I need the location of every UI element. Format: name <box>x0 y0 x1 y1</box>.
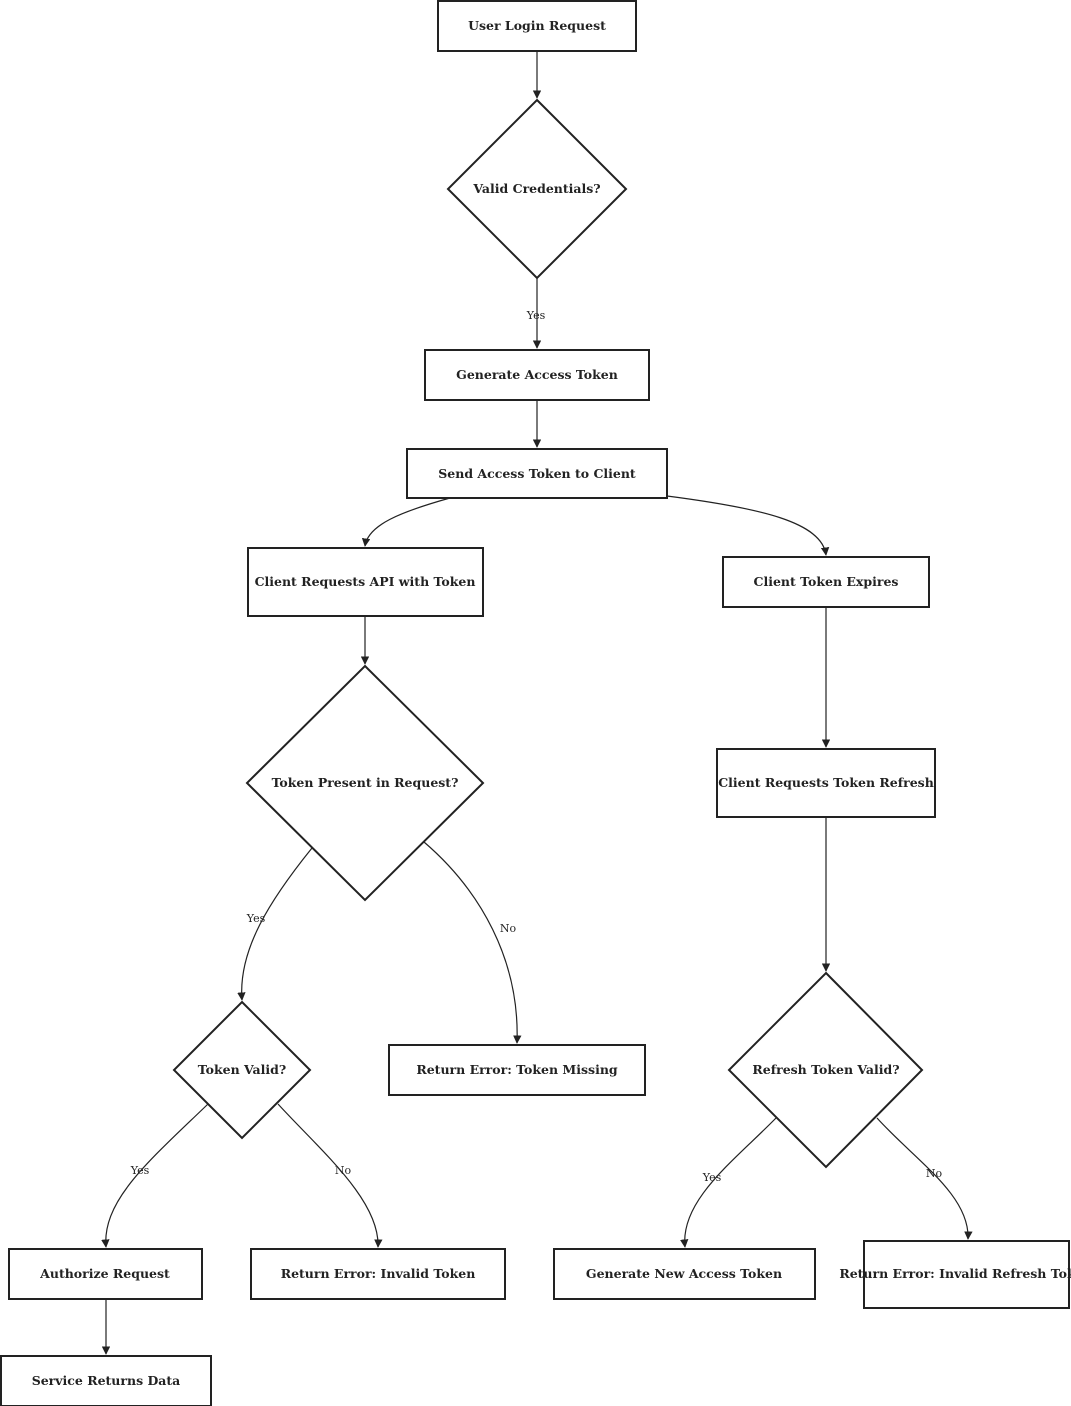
edge-label-valid-no: No <box>335 1164 352 1177</box>
node-generate-new-access-token[interactable]: Generate New Access Token <box>553 1248 816 1300</box>
node-return-error-missing[interactable]: Return Error: Token Missing <box>388 1044 646 1096</box>
node-label: Service Returns Data <box>32 1373 181 1388</box>
node-return-error-invalid-refresh[interactable]: Return Error: Invalid Refresh Token <box>839 1240 1071 1309</box>
edge-label-valid-yes: Yes <box>130 1164 150 1177</box>
node-return-error-invalid[interactable]: Return Error: Invalid Token <box>250 1248 506 1300</box>
node-label: Return Error: Invalid Token <box>281 1266 476 1281</box>
node-label: Generate New Access Token <box>586 1266 782 1281</box>
edge-label-present-no: No <box>500 922 517 935</box>
node-label: Send Access Token to Client <box>438 466 636 481</box>
edge-valid-yes <box>101 1103 209 1248</box>
node-label: Authorize Request <box>39 1266 170 1281</box>
node-label: Token Valid? <box>198 1062 286 1077</box>
edge-label-refresh-no: No <box>926 1167 943 1180</box>
edge-refresh-no <box>876 1117 973 1240</box>
edge-label-credentials-yes: Yes <box>526 309 546 322</box>
node-label: Refresh Token Valid? <box>752 1062 899 1077</box>
edge-valid-no <box>277 1103 383 1248</box>
edge-send-to-token-expires <box>666 495 830 556</box>
node-label: User Login Request <box>468 18 606 33</box>
node-client-token-expires[interactable]: Client Token Expires <box>722 556 930 608</box>
node-refresh-token-valid[interactable]: Refresh Token Valid? <box>727 971 924 1169</box>
edge-refresh-yes <box>680 1117 777 1248</box>
node-client-requests-refresh[interactable]: Client Requests Token Refresh <box>716 748 936 818</box>
edge-present-yes <box>237 847 313 1001</box>
node-valid-credentials[interactable]: Valid Credentials? <box>446 98 628 280</box>
edges <box>101 51 973 1355</box>
node-label: Return Error: Token Missing <box>416 1062 618 1077</box>
node-label: Return Error: Invalid Refresh Token <box>839 1266 1071 1281</box>
edge-labels: Yes Yes No Yes No Yes No <box>130 309 943 1184</box>
node-label: Client Requests API with Token <box>255 574 476 589</box>
node-token-valid[interactable]: Token Valid? <box>172 1000 312 1140</box>
edge-send-to-client-requests-api <box>361 497 451 547</box>
node-service-returns-data[interactable]: Service Returns Data <box>0 1355 212 1406</box>
edge-label-present-yes: Yes <box>246 912 266 925</box>
node-send-access-token[interactable]: Send Access Token to Client <box>406 448 668 499</box>
node-label: Token Present in Request? <box>272 775 459 790</box>
node-user-login-request[interactable]: User Login Request <box>437 0 637 52</box>
edge-present-no <box>423 841 522 1044</box>
node-label: Valid Credentials? <box>472 181 600 196</box>
node-label: Generate Access Token <box>456 367 618 382</box>
node-token-present[interactable]: Token Present in Request? <box>245 664 485 902</box>
node-label: Client Token Expires <box>754 574 899 589</box>
node-label: Client Requests Token Refresh <box>718 775 934 790</box>
edge-label-refresh-yes: Yes <box>702 1171 722 1184</box>
node-client-requests-api[interactable]: Client Requests API with Token <box>247 547 484 617</box>
node-authorize-request[interactable]: Authorize Request <box>8 1248 203 1300</box>
node-generate-access-token[interactable]: Generate Access Token <box>424 349 650 401</box>
